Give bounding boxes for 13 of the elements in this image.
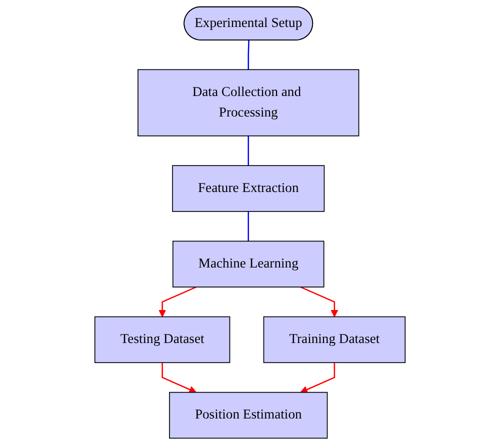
arrow (300, 286, 338, 318)
node-box: Machine Learning (172, 240, 324, 288)
node-box: Testing Dataset (94, 316, 230, 364)
arrow (162, 362, 196, 394)
connector (248, 40, 250, 70)
node-box: Feature Extraction (172, 165, 325, 212)
connector (248, 136, 250, 166)
node-box: Data Collection and Processing (138, 69, 360, 136)
arrow (300, 362, 336, 394)
node-box: Position Estimation (169, 392, 328, 439)
node-box: Training Dataset (263, 316, 406, 364)
connector (248, 211, 250, 242)
arrow (158, 286, 196, 318)
